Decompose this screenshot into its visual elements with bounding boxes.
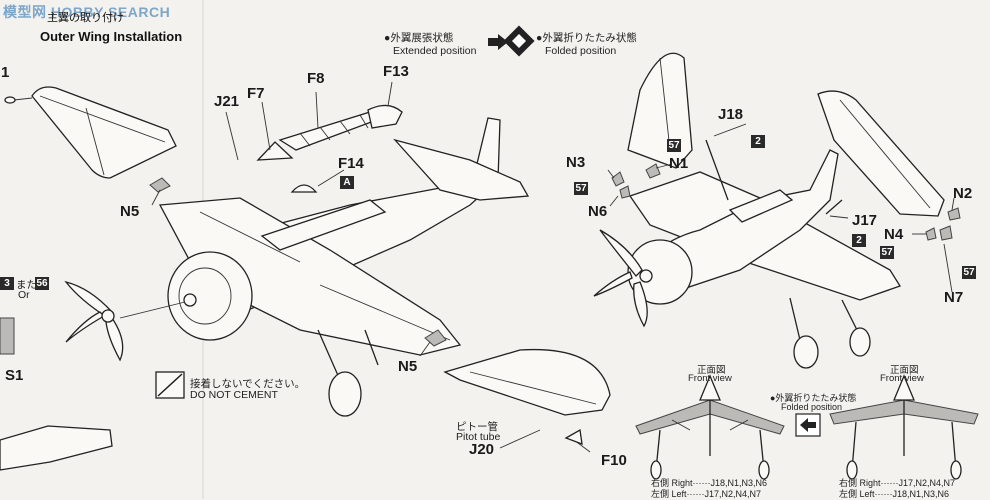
pitot-tube-jp: ピトー管 — [456, 421, 498, 433]
extended-position-icon — [488, 34, 508, 50]
front-view-left-right-side: 右側 Right······J18,N1,N3,N6 — [651, 478, 768, 488]
part-label-j21: J21 — [214, 93, 240, 110]
extended-label-en: Extended position — [393, 45, 477, 57]
extended-label-jp: ●外翼展張状態 — [384, 32, 454, 44]
canopy-f13 — [367, 104, 403, 129]
part-label-f14: F14 — [338, 155, 364, 172]
front-view-right-diagram — [829, 374, 979, 480]
step-title: Outer Wing Installation — [40, 29, 183, 44]
part-label-f10: F10 — [601, 452, 627, 469]
front-view-right-title-jp: 正面図 — [890, 365, 919, 376]
watermark-text: 模型网 HOBBY SEARCH — [3, 4, 171, 20]
part-label-n7: N7 — [944, 289, 964, 306]
part-label-n1: N1 — [669, 155, 689, 172]
canopy-f8 — [278, 111, 384, 151]
edge-choice-box-b: 56 — [35, 277, 49, 290]
partial-fuselage-left-edge — [0, 425, 113, 471]
part-label-n5-lower: N5 — [398, 358, 418, 375]
folded-label-en: Folded position — [545, 45, 617, 57]
box-57-upper: 57 — [667, 139, 681, 152]
windscreen-f7 — [256, 141, 294, 161]
left-cowling — [167, 251, 253, 341]
part-label-j20: J20 — [469, 441, 495, 458]
part-label-n5-upper: N5 — [120, 203, 140, 220]
right-cowling — [627, 239, 693, 305]
front-view-right-left-side: 左側 Left······J18,N1,N3,N6 — [839, 489, 950, 499]
front-view-folded-jp: ●外翼折りたたみ状態 — [770, 393, 857, 403]
partial-part-left-edge — [0, 317, 15, 355]
edge-choice-box-a: 3 — [0, 277, 14, 290]
part-label-n6: N6 — [588, 203, 608, 220]
front-view-right-right-side: 右側 Right······J17,N2,N4,N7 — [839, 478, 956, 488]
part-label-j18: J18 — [718, 106, 744, 123]
part-label-f8: F8 — [307, 70, 325, 87]
left-tailplane — [393, 138, 530, 201]
part-label-n3: N3 — [566, 154, 586, 171]
box-a: A — [340, 176, 354, 189]
front-view-right-title-en: Front view — [880, 373, 924, 384]
folded-position-icon — [503, 25, 535, 57]
front-view-folded-arrow-icon — [795, 413, 821, 437]
left-outer-wing — [31, 86, 177, 179]
left-propeller — [64, 280, 124, 362]
part-label-n2: N2 — [953, 185, 973, 202]
front-view-left-title-jp: 正面図 — [697, 365, 726, 376]
folded-wing-right — [817, 90, 945, 217]
right-outer-wing — [443, 348, 611, 416]
hinge-n5-upper — [149, 177, 171, 193]
front-view-folded-en: Folded position — [781, 402, 843, 412]
box-57-right: 57 — [962, 266, 976, 279]
right-propeller — [593, 229, 648, 328]
box-2-upper: 2 — [751, 135, 765, 148]
part-f14 — [290, 184, 318, 193]
step-title-jp: 主翼の取り付け — [47, 12, 124, 24]
part-label-s1: S1 — [5, 367, 24, 384]
part-label-f13: F13 — [383, 63, 409, 80]
do-not-cement-jp: 接着しないでください。 — [190, 378, 306, 390]
right-main-wheel — [793, 335, 819, 369]
edge-choice-or-en: Or — [18, 289, 30, 301]
hinge-n5-lower — [424, 329, 447, 347]
right-canopy — [728, 189, 794, 223]
cockpit-opening — [260, 199, 387, 251]
left-main-wheel — [328, 371, 362, 417]
do-not-cement-en: DO NOT CEMENT — [190, 389, 278, 401]
box-2-lower: 2 — [852, 234, 866, 247]
part-label-j17: J17 — [852, 212, 878, 229]
part-label-n4: N4 — [884, 226, 904, 243]
folded-label-jp: ●外翼折りたたみ状態 — [536, 32, 637, 44]
box-57-left: 57 — [574, 182, 588, 195]
part-label-1: 1 — [1, 64, 10, 81]
box-57-mid: 57 — [880, 246, 894, 259]
folded-wing-left — [627, 52, 693, 169]
part-label-f7: F7 — [247, 85, 265, 102]
front-view-left-diagram — [635, 374, 785, 480]
front-view-left-title-en: Front view — [688, 373, 732, 384]
pitot-tube-en: Pitot tube — [456, 431, 501, 443]
front-view-left-left-side: 左側 Left······J17,N2,N4,N7 — [651, 489, 762, 499]
